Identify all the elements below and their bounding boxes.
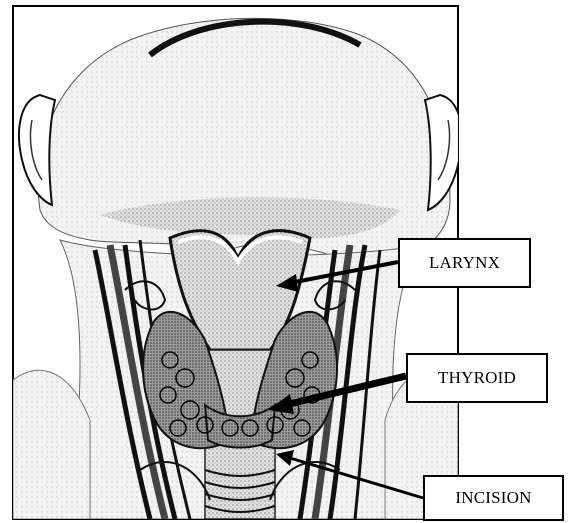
- thyroid-label: THYROID: [406, 353, 548, 403]
- incision-label: INCISION: [423, 475, 564, 521]
- larynx-label: LARYNX: [398, 238, 531, 288]
